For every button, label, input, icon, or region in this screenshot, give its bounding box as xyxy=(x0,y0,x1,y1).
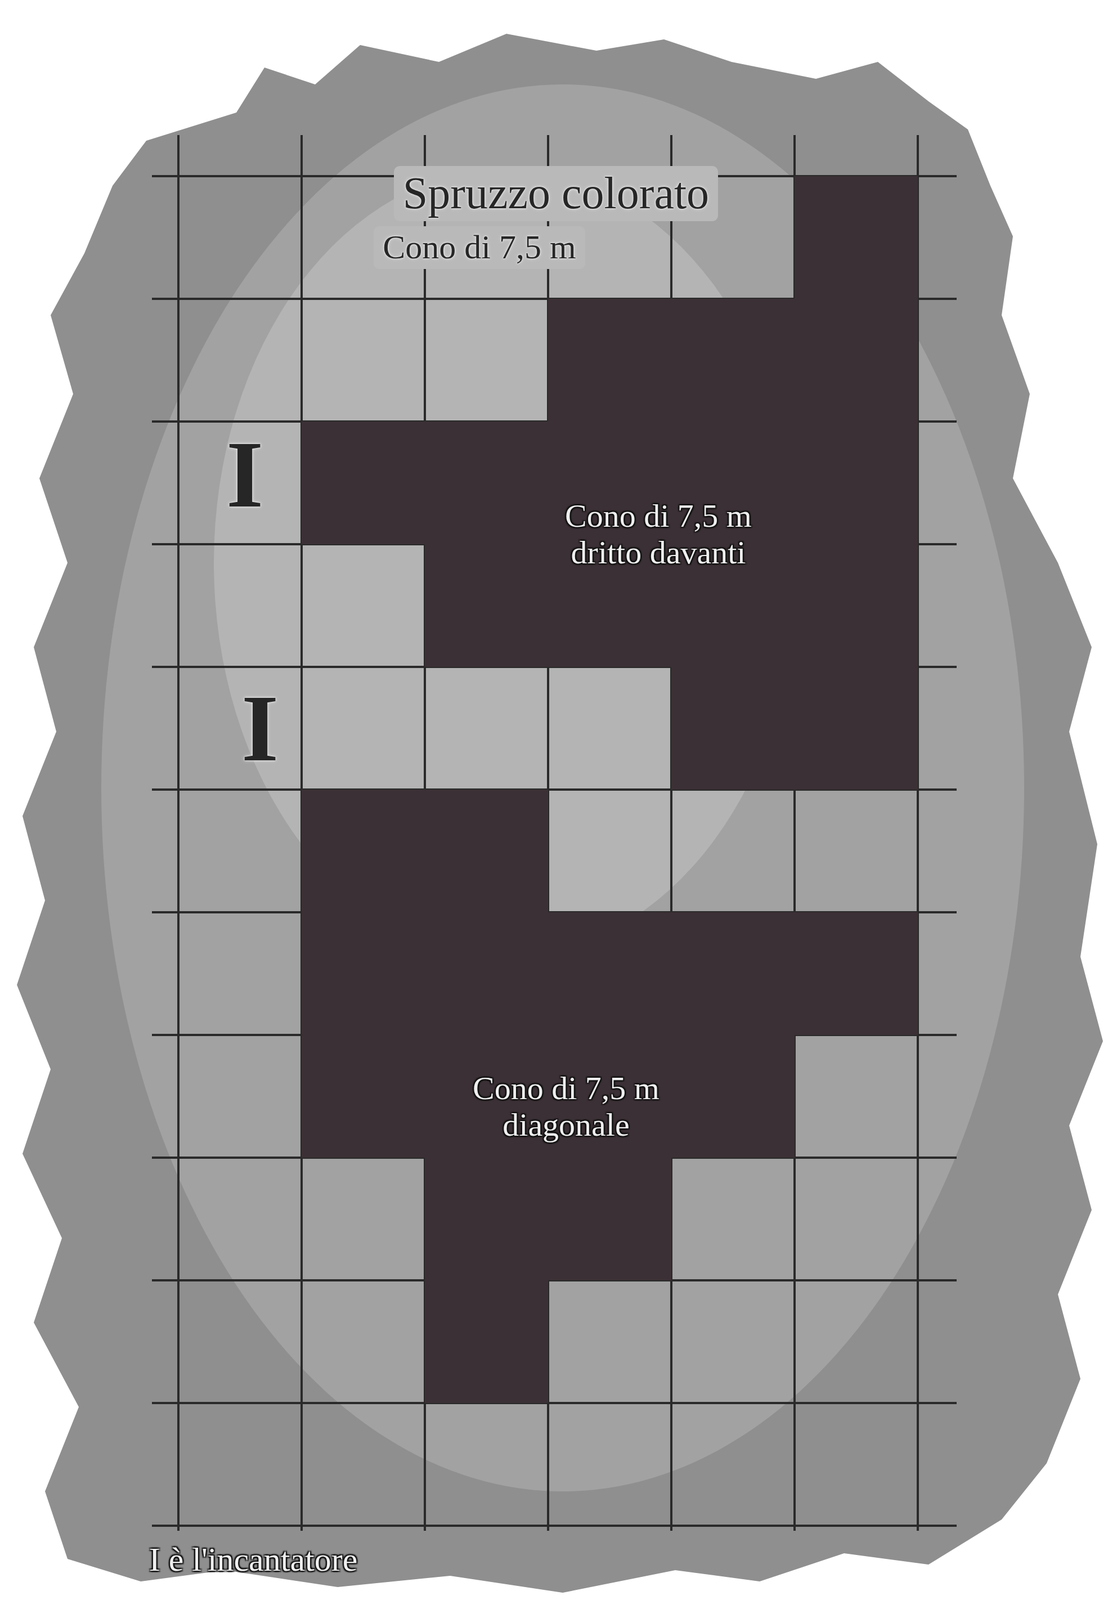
subtitle: Cono di 7,5 m xyxy=(373,226,585,269)
cone-cell xyxy=(671,666,918,790)
cone-cell xyxy=(301,912,918,1035)
title: Spruzzo colorato xyxy=(393,166,719,222)
grid xyxy=(151,135,957,1531)
caster-marker: I xyxy=(241,674,279,782)
cone-label: Cono di 7,5 m diagonale xyxy=(442,1070,690,1144)
diagonal-cone xyxy=(301,789,918,1403)
cone-cell xyxy=(301,1034,795,1158)
caster-marker: I xyxy=(226,420,264,528)
cone-cell xyxy=(301,789,549,913)
cone-label: Cono di 7,5 m dritto davanti xyxy=(534,498,783,572)
note: I è l'incantatore xyxy=(149,1540,358,1579)
cone-cell xyxy=(424,1157,672,1281)
straight-cone xyxy=(301,176,918,790)
parchment-light xyxy=(101,84,1025,1492)
parchment xyxy=(16,33,1103,1593)
cone-cell xyxy=(424,1280,549,1403)
cone-cell xyxy=(548,298,918,422)
cone-cell xyxy=(794,176,918,299)
